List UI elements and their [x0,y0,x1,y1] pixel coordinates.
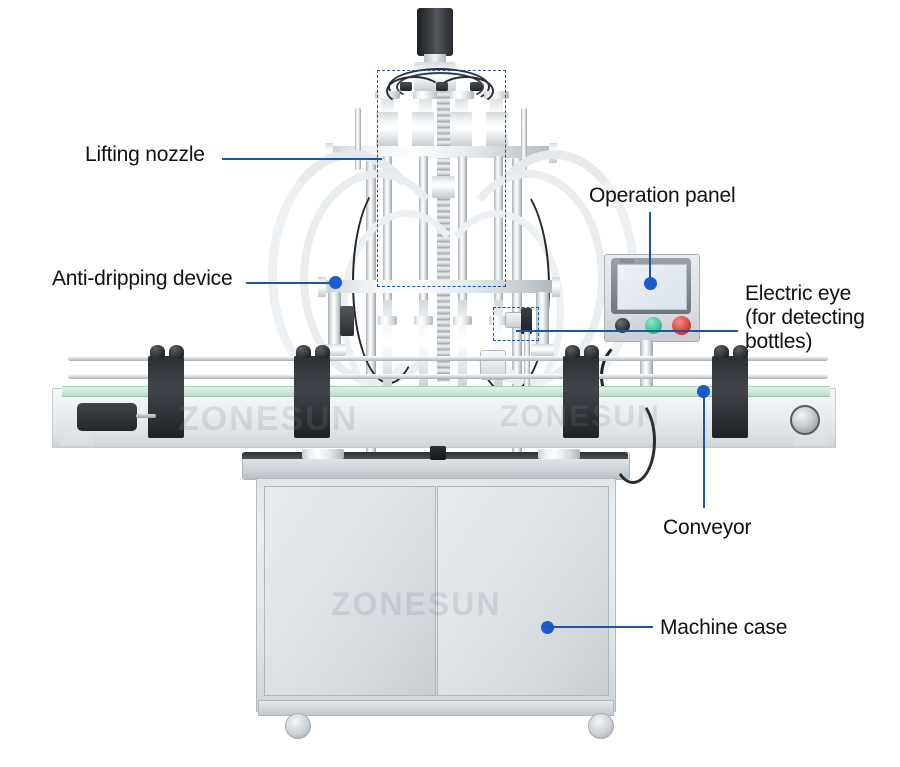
air-tube-arc-left [386,76,442,106]
annotation-dot-anti-dripping-device [329,276,342,289]
rail-clamp-3 [563,356,599,438]
rail-clamp-1 [148,356,184,438]
annotation-label-conveyor: Conveyor [663,516,752,539]
nozzle-clamp-1 [376,112,398,148]
conveyor-drive-plate [77,403,137,431]
electric-eye-bracket [521,308,532,334]
electric-eye-highlight-box [493,307,539,341]
annotation-leader-conveyor [703,391,705,508]
nozzle-collar-3 [453,316,472,325]
panel-start-button[interactable] [645,317,662,334]
annotation-leader-electric-eye [516,330,738,332]
nozzle-tip-4 [494,300,503,396]
panel-selector-knob[interactable] [615,318,630,333]
annotation-leader-machine-case [548,626,653,628]
support-bar-end-left [325,143,333,163]
rail-clamp-knob-3b[interactable] [584,345,599,358]
rail-clamp-knob-1a[interactable] [150,345,165,358]
nozzle-tip-3 [458,300,467,396]
head-guide-post-left [355,108,361,170]
rail-clamp-2 [294,356,330,438]
cabinet-plinth [258,700,614,716]
annotation-label-operation-panel: Operation panel [589,184,736,207]
annotation-label-lifting-nozzle: Lifting nozzle [85,143,205,166]
anti-drip-post-right [536,292,549,348]
side-cable [610,398,656,484]
annotation-dot-operation-panel [644,277,657,290]
conveyor-belt [62,386,830,397]
rail-clamp-knob-1b[interactable] [169,345,184,358]
annotation-leader-operation-panel [649,212,651,280]
anti-drip-post-base-right [531,344,554,356]
annotation-label-electric-eye-line3: bottles) [745,330,813,353]
annotation-label-electric-eye-line2: (for detecting [745,306,865,329]
rail-clamp-knob-2b[interactable] [315,345,330,358]
motor-shaft-collar [424,54,446,64]
annotation-leader-anti-dripping-device [246,282,336,284]
lead-screw-nut [432,176,455,198]
anti-drip-bar-end-right [552,277,560,297]
cabinet-caster-right [588,713,614,739]
lifting-nozzle-highlight-box [377,70,506,287]
annotation-label-machine-case: Machine case [660,616,788,639]
annotation-dot-machine-case [541,621,554,634]
air-tube-arc-right [438,76,494,106]
rail-clamp-knob-2a[interactable] [296,345,311,358]
nozzle-clamp-3 [450,112,472,148]
annotation-label-anti-dripping-device: Anti-dripping device [52,267,233,290]
cabinet-caster-left [285,713,311,739]
rail-clamp-knob-3a[interactable] [565,345,580,358]
operation-panel-screen[interactable] [617,264,687,310]
nozzle-clamp-2 [412,112,434,148]
nozzle-tip-2 [419,300,428,396]
worktop-mount-left [302,449,344,459]
cylinder-cap-4 [484,91,509,99]
panel-stop-button[interactable] [672,316,691,335]
nozzle-support-bar [325,146,557,158]
conveyor-end-roller [790,405,820,435]
nozzle-clamp-4 [486,112,508,148]
drive-motor [417,8,453,56]
cabinet-watermark: ZONESUN [331,586,502,622]
nozzle-collar-1 [378,316,397,325]
rail-clamp-4 [712,356,748,438]
cabinet-door-left[interactable] [264,486,436,696]
nozzle-tip-1 [383,300,392,396]
anti-drip-post-left [328,292,341,348]
annotation-label-electric-eye-line1: Electric eye [745,282,852,305]
rail-clamp-knob-4a[interactable] [714,345,729,358]
nozzle-collar-2 [414,316,433,325]
solenoid-box-left [340,306,354,336]
worktop-center-post [430,446,446,460]
head-guide-post-right [521,108,527,170]
conveyor-guide-rail-bottom [68,374,828,379]
panel-brand-mark [620,259,634,263]
nozzle-collar-4 [489,316,508,325]
anti-drip-bar-end-left [318,277,326,297]
conveyor-drive-shaft [136,414,156,418]
conveyor-guide-rail-top [68,356,828,361]
annotation-leader-lifting-nozzle [222,158,382,160]
worktop-mount-right [538,449,580,459]
rail-clamp-knob-4b[interactable] [733,345,748,358]
cabinet-door-right[interactable] [437,486,609,696]
conveyor-watermark: ZONESUN [178,400,359,438]
